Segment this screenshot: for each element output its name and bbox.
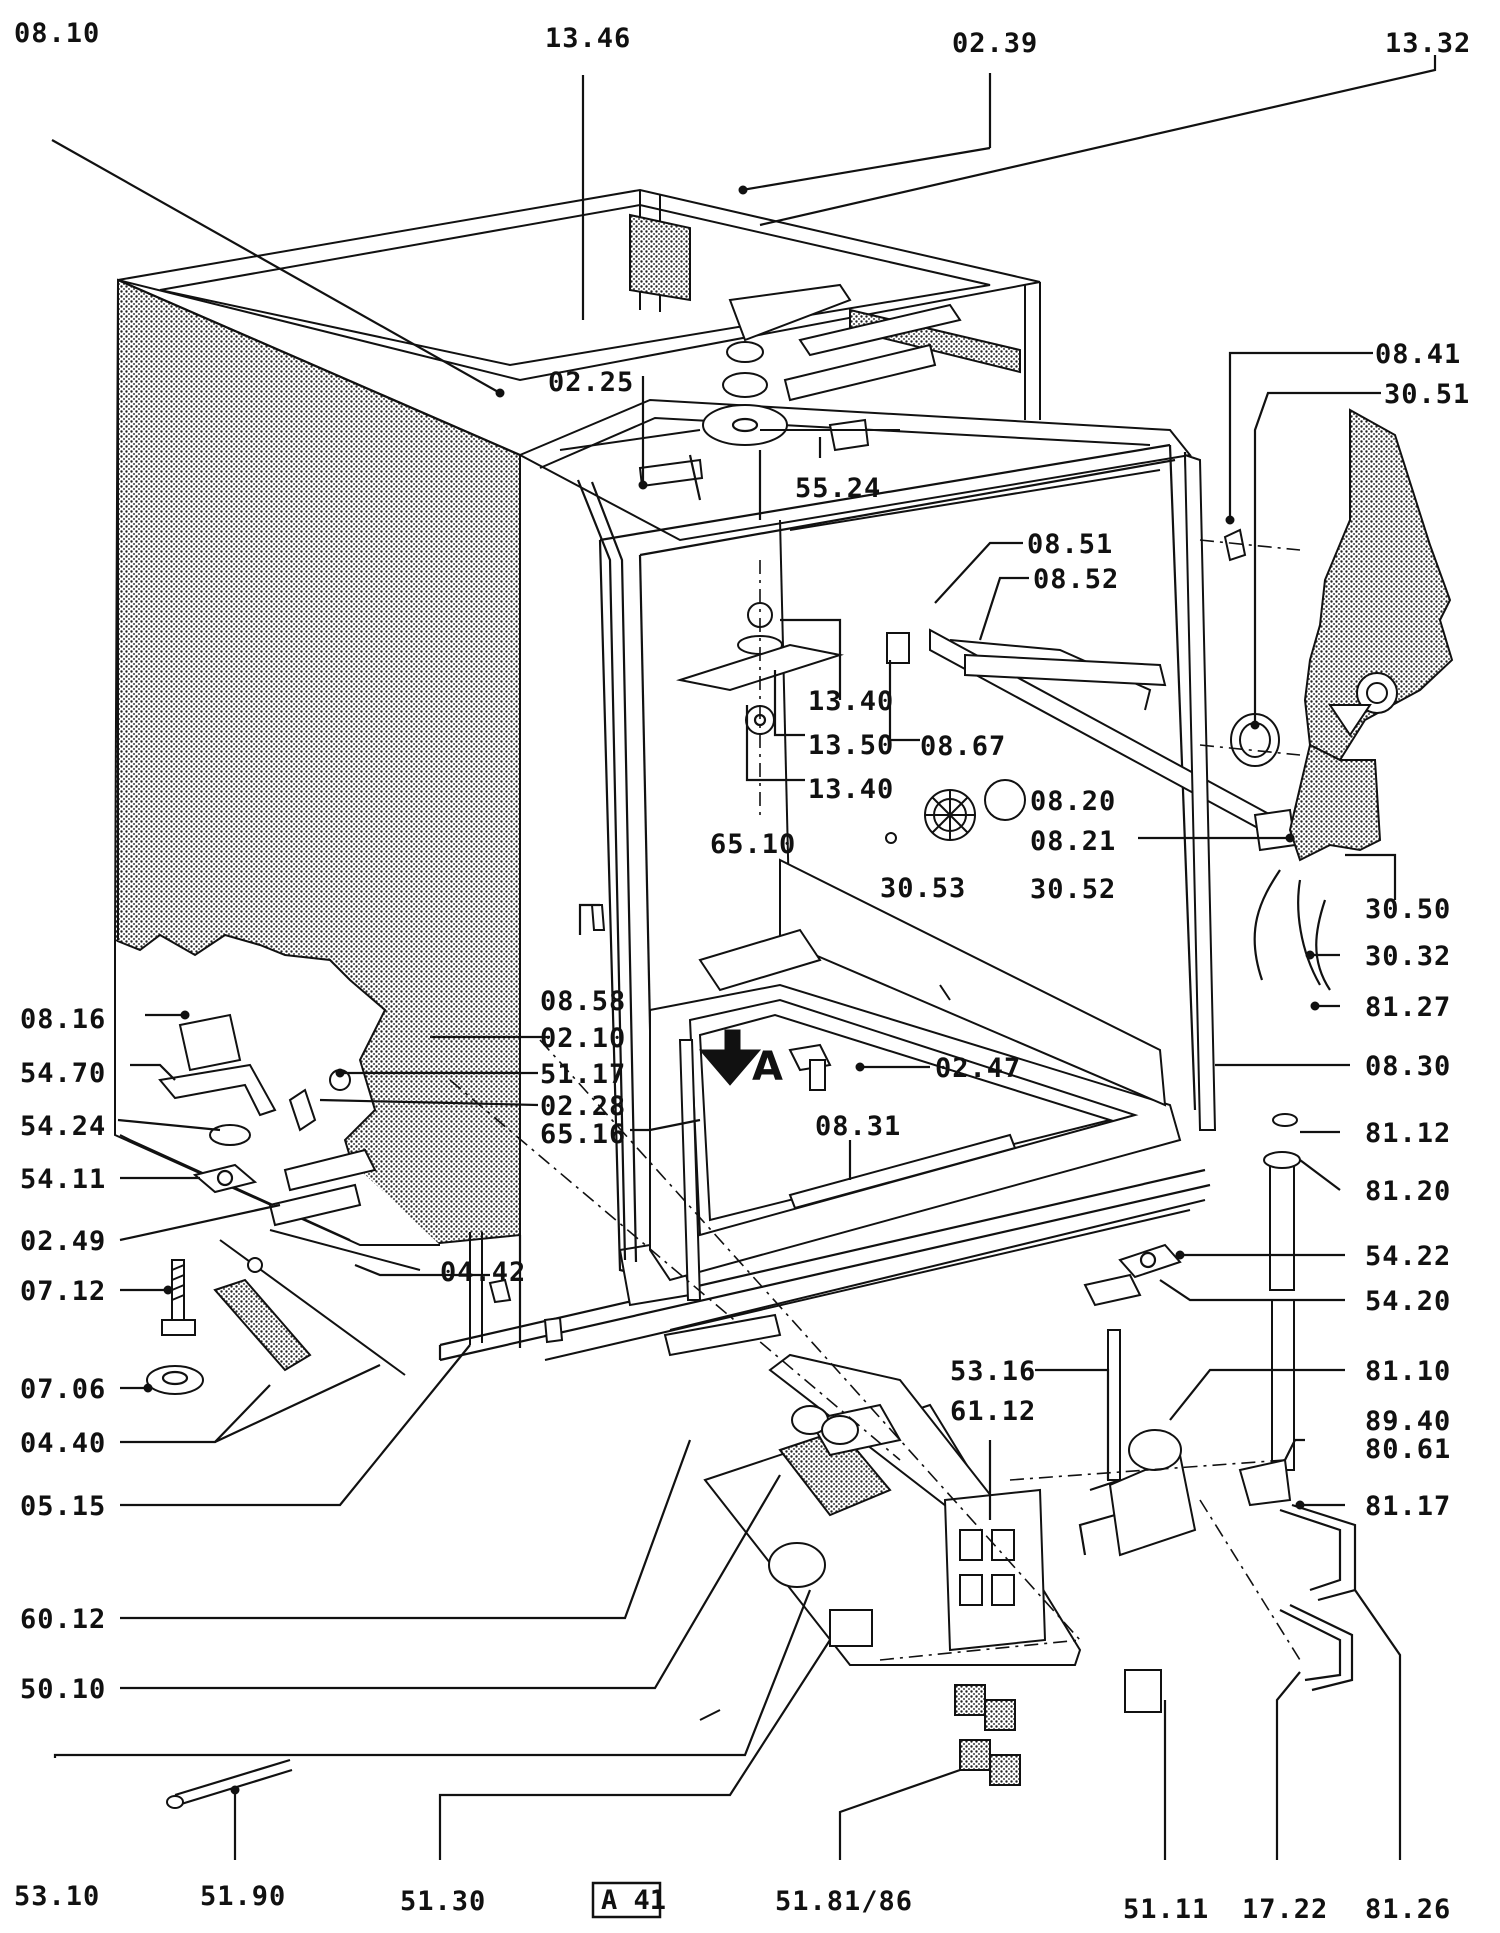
section-letter: A — [752, 1044, 783, 1090]
label-30-52: 30.52 — [1030, 874, 1116, 905]
label-51-11: 51.11 — [1123, 1894, 1209, 1925]
leader-dots — [143, 185, 1320, 1795]
label-51-30: 51.30 — [400, 1886, 486, 1917]
electrical-assembly — [166, 1039, 1301, 1809]
label-02-10: 02.10 — [540, 1023, 626, 1054]
label-07-12: 07.12 — [20, 1276, 106, 1307]
label-08-41: 08.41 — [1375, 339, 1461, 370]
label-30-51: 30.51 — [1384, 379, 1470, 410]
label-30-32: 30.32 — [1365, 941, 1451, 972]
label-81-26: 81.26 — [1365, 1894, 1451, 1925]
label-08-10: 08.10 — [14, 18, 100, 49]
label-51-90: 51.90 — [200, 1881, 286, 1912]
label-04-42: 04.42 — [440, 1257, 526, 1288]
label-54-70: 54.70 — [20, 1058, 106, 1089]
label-05-15: 05.15 — [20, 1491, 106, 1522]
label-08-30: 08.30 — [1365, 1051, 1451, 1082]
label-53-16: 53.16 — [950, 1356, 1036, 1387]
label-30-50: 30.50 — [1365, 894, 1451, 925]
label-30-53: 30.53 — [880, 873, 966, 904]
leader-lines — [51, 55, 1437, 1860]
label-07-06: 07.06 — [20, 1374, 106, 1405]
label-65-16: 65.16 — [540, 1119, 626, 1150]
label-65-10: 65.10 — [710, 829, 796, 860]
label-55-24: 55.24 — [795, 473, 881, 504]
side-rail — [1183, 453, 1301, 1131]
label-02-28: 02.28 — [540, 1091, 626, 1122]
label-60-12: 60.12 — [20, 1604, 106, 1635]
label-08-21: 08.21 — [1030, 826, 1116, 857]
label-08-31: 08.31 — [815, 1111, 901, 1142]
tub — [517, 398, 1210, 1307]
label-89-40: 89.40 — [1365, 1406, 1451, 1437]
label-81-12: 81.12 — [1365, 1118, 1451, 1149]
label-13-46: 13.46 — [545, 23, 631, 54]
label-61-12: 61.12 — [950, 1396, 1036, 1427]
dispenser-wheel — [885, 779, 1026, 844]
section-arrow: A — [698, 1029, 783, 1090]
label-80-61: 80.61 — [1365, 1434, 1451, 1465]
top-spray-arm-assembly — [559, 283, 962, 520]
label-54-22: 54.22 — [1365, 1241, 1451, 1272]
label-08-52: 08.52 — [1033, 564, 1119, 595]
label-08-51: 08.51 — [1027, 529, 1113, 560]
label-13-40-bottom: 13.40 — [808, 774, 894, 805]
label-54-24: 54.24 — [20, 1111, 106, 1142]
label-54-11: 54.11 — [20, 1164, 106, 1195]
label-81-27: 81.27 — [1365, 992, 1451, 1023]
door-panel — [1223, 408, 1454, 991]
label-02-49: 02.49 — [20, 1226, 106, 1257]
label-08-20: 08.20 — [1030, 786, 1116, 817]
label-17-22: 17.22 — [1242, 1894, 1328, 1925]
label-51-17: 51.17 — [540, 1059, 626, 1090]
label-13-32: 13.32 — [1385, 28, 1471, 59]
label-51-81-86: 51.81/86 — [775, 1886, 913, 1917]
label-13-40-top: 13.40 — [808, 686, 894, 717]
part-labels: 08.10 13.46 02.39 13.32 08.41 30.51 02.2… — [14, 18, 1471, 1925]
label-53-10: 53.10 — [14, 1881, 100, 1912]
label-81-20: 81.20 — [1365, 1176, 1451, 1207]
label-08-58: 08.58 — [540, 986, 626, 1017]
label-08-67: 08.67 — [920, 731, 1006, 762]
label-02-39: 02.39 — [952, 28, 1038, 59]
diagram-id-box: A 41 — [591, 1881, 666, 1919]
lower-left-parts — [158, 1013, 421, 1271]
label-04-40: 04.40 — [20, 1428, 106, 1459]
label-02-25: 02.25 — [548, 367, 634, 398]
label-02-47: 02.47 — [935, 1053, 1021, 1084]
label-13-50: 13.50 — [808, 730, 894, 761]
feet-and-bars — [146, 1239, 512, 1395]
label-81-10: 81.10 — [1365, 1356, 1451, 1387]
right-bottom-parts — [1083, 1113, 1357, 1692]
diagram-id: A 41 — [601, 1885, 666, 1916]
label-81-17: 81.17 — [1365, 1491, 1451, 1522]
label-08-16: 08.16 — [20, 1004, 106, 1035]
label-50-10: 50.10 — [20, 1674, 106, 1705]
label-54-20: 54.20 — [1365, 1286, 1451, 1317]
middle-spray-arm — [676, 560, 844, 820]
misc-small-parts — [543, 1043, 1206, 1361]
